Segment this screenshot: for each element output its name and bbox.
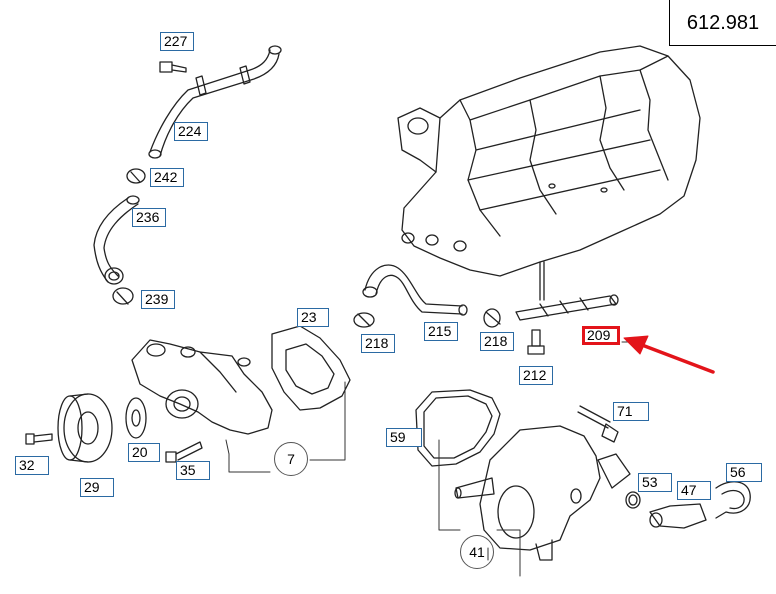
callout-7[interactable]: 7: [274, 442, 308, 476]
callout-35[interactable]: 35: [176, 461, 210, 480]
bolt-212: [527, 329, 545, 355]
callout-218-left[interactable]: 218: [361, 334, 395, 353]
callout-239[interactable]: 239: [141, 290, 175, 309]
seal-gasket-59: [415, 389, 501, 467]
callout-32[interactable]: 32: [15, 456, 49, 475]
leader-lines: [225, 341, 631, 577]
callout-20[interactable]: 20: [128, 443, 160, 462]
callout-41[interactable]: 41: [460, 535, 494, 569]
bolt-32: [25, 433, 53, 445]
callout-218-right[interactable]: 218: [480, 332, 514, 351]
callout-224[interactable]: 224: [174, 122, 208, 141]
coolant-hose-236: [93, 195, 140, 285]
hub-20: [125, 397, 147, 439]
bolt-35: [165, 441, 203, 463]
callout-215[interactable]: 215: [424, 322, 458, 341]
callout-236[interactable]: 236: [132, 208, 166, 227]
highlight-arrow: [623, 335, 715, 374]
callout-212[interactable]: 212: [519, 366, 553, 385]
callout-29[interactable]: 29: [80, 478, 114, 497]
gasket-23: [271, 325, 351, 411]
thermostat-housing-41: [454, 425, 631, 561]
callout-227[interactable]: 227: [160, 32, 194, 51]
hose-clamp-218-right: [483, 308, 501, 328]
callout-47[interactable]: 47: [677, 481, 711, 500]
bolt-227: [159, 61, 187, 73]
temperature-sensor-47: [649, 503, 707, 529]
hose-clamp-242: [126, 168, 146, 184]
callout-242[interactable]: 242: [150, 168, 184, 187]
callout-23[interactable]: 23: [297, 308, 329, 327]
diagram-number: 612.981: [669, 0, 776, 46]
hose-215: [362, 264, 468, 316]
callout-53[interactable]: 53: [638, 473, 672, 492]
callout-209-highlighted[interactable]: 209: [582, 326, 620, 345]
pulley-29: [57, 393, 113, 463]
intake-manifold: [397, 45, 701, 301]
callout-56[interactable]: 56: [726, 463, 762, 482]
hose-clamp-239: [112, 287, 134, 305]
coolant-pipe-209: [515, 294, 619, 321]
callout-71[interactable]: 71: [613, 402, 649, 421]
o-ring-53: [625, 491, 641, 509]
hose-clamp-218-left: [353, 312, 375, 328]
bolt-71: [577, 405, 619, 443]
retaining-clip-56: [715, 481, 751, 519]
water-pump: [131, 339, 273, 435]
coolant-pipe-224: [148, 45, 282, 159]
callout-59[interactable]: 59: [386, 428, 422, 447]
